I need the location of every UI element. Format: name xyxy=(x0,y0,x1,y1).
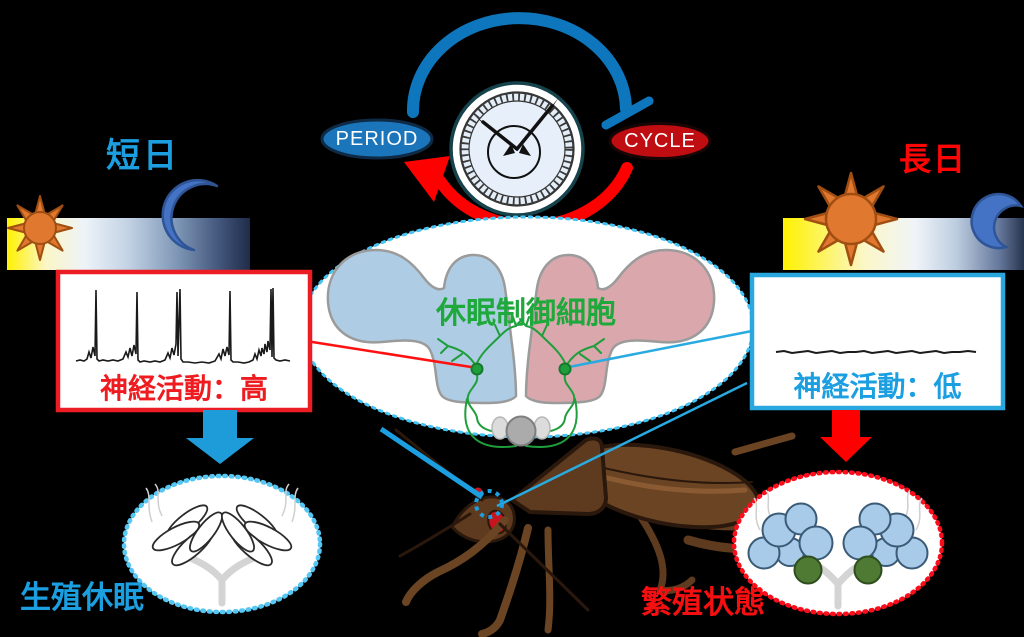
dormant-ovary-ellipse xyxy=(121,473,323,615)
short-day-title: 短日 xyxy=(106,137,180,175)
period-oval xyxy=(320,118,434,160)
dormancy-control-cells-label: 休眠制御細胞 xyxy=(436,297,616,330)
long-day-down-arrow xyxy=(820,410,872,462)
long-day-photoperiod-bar xyxy=(783,171,1024,270)
period-label: PERIOD xyxy=(335,128,419,150)
short-day-down-arrow xyxy=(186,410,254,464)
zoom-callout xyxy=(379,381,748,519)
mature-eggs xyxy=(747,502,929,585)
cricket-illustration xyxy=(394,428,796,637)
dormancy-control-neuron-left xyxy=(437,316,523,448)
short-day-photoperiod-bar xyxy=(7,178,250,270)
sun-icon xyxy=(7,195,73,261)
breeding-outcome-label: 繁殖状態 xyxy=(641,585,765,620)
dormancy-outcome-label: 生殖休眠 xyxy=(20,580,144,615)
brain-left-lobe xyxy=(326,248,518,405)
brain-right-lobe xyxy=(524,248,716,405)
cricket-brain-highlight-circle xyxy=(474,489,504,519)
high-activity-box xyxy=(55,269,313,413)
undeveloped-ovarioles xyxy=(151,504,293,567)
cycle-label: CYCLE xyxy=(624,130,696,152)
promote-arrowhead xyxy=(404,156,450,202)
dormancy-control-neuron-right xyxy=(519,316,605,448)
flat-firing-trace xyxy=(775,349,977,355)
high-activity-label: 神経活動：高 xyxy=(99,373,268,404)
low-activity-box xyxy=(749,272,1006,411)
high-activity-pointer-line xyxy=(305,339,472,369)
burst-firing-trace xyxy=(75,287,291,364)
low-activity-pointer-line xyxy=(568,329,753,369)
sun-icon xyxy=(803,171,899,267)
cycle-oval xyxy=(608,122,712,160)
moon-icon xyxy=(161,178,219,252)
brain-stem-ball xyxy=(491,415,551,447)
inhibit-tbar xyxy=(601,96,654,130)
moon-icon xyxy=(970,192,1024,250)
inhibit-arc xyxy=(406,12,632,118)
mature-ovary-ellipse xyxy=(731,469,945,617)
low-activity-label: 神経活動：低 xyxy=(793,371,962,402)
long-day-title: 長日 xyxy=(899,141,968,177)
pocket-watch-icon xyxy=(449,81,585,217)
